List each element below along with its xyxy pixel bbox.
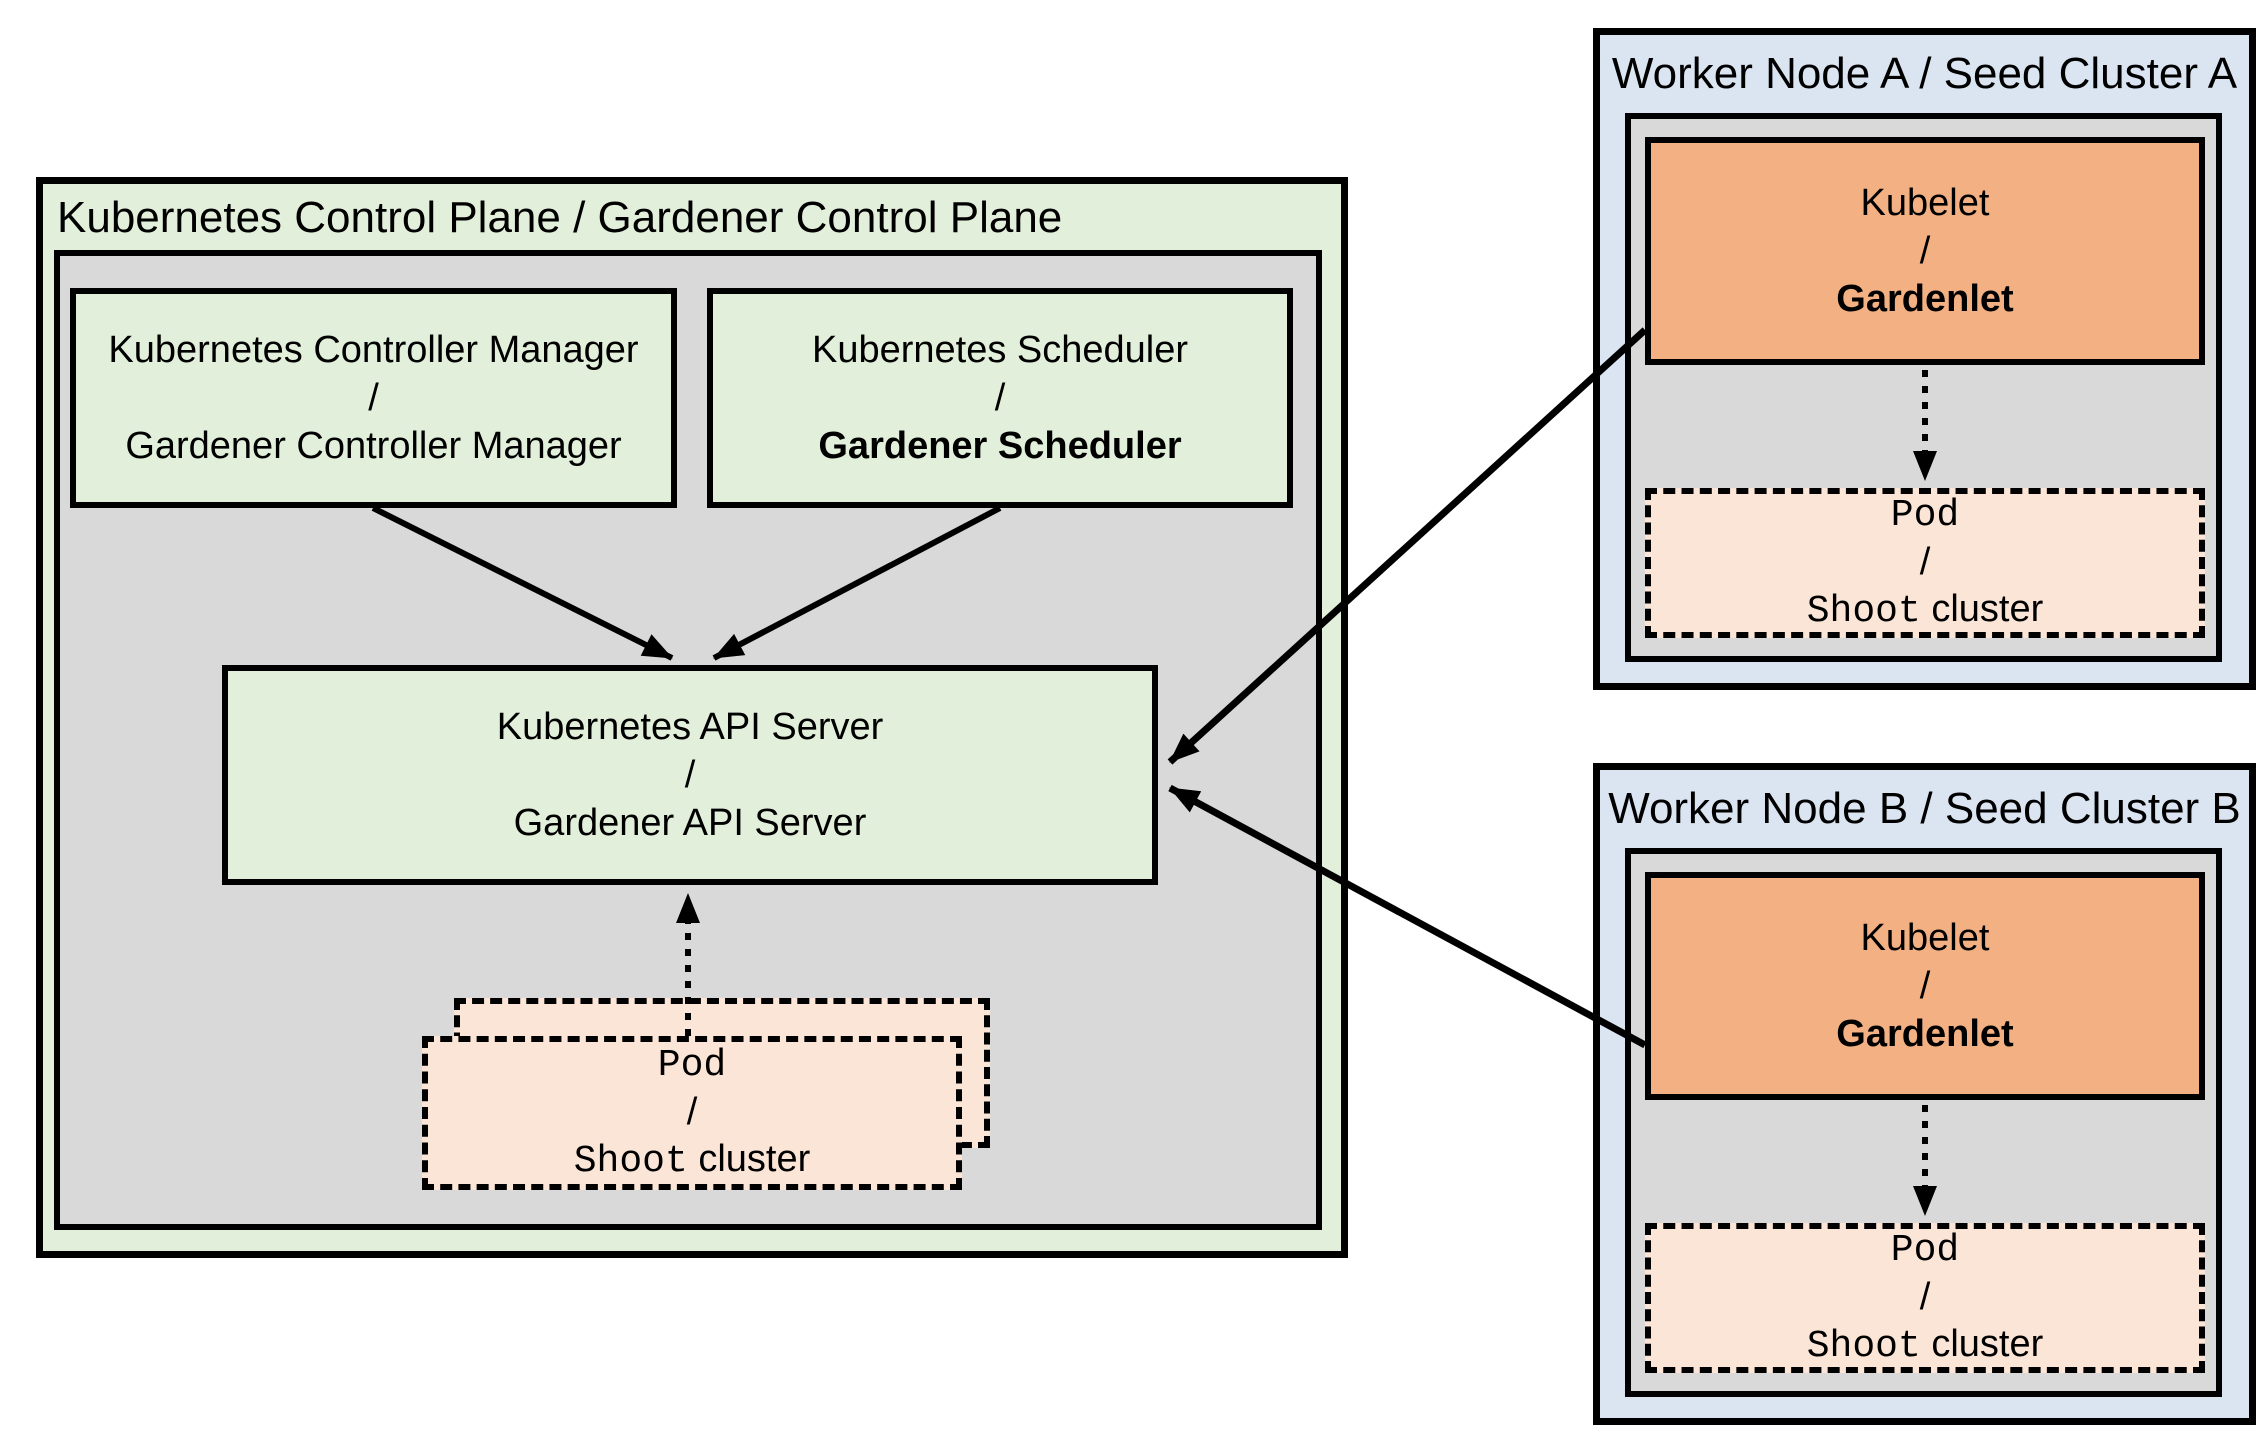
- scheduler-line2: Gardener Scheduler: [818, 425, 1182, 467]
- controller-manager-line1: Kubernetes Controller Manager: [108, 329, 639, 371]
- pod-shoot-cluster-box: Pod / Shoot cluster: [422, 1036, 962, 1190]
- kubelet-a-line1: Kubelet: [1860, 182, 1990, 224]
- scheduler-separator: /: [994, 377, 1006, 419]
- pod-a-shoot-text: Shoot: [1806, 589, 1921, 633]
- control-plane-inner-panel: Kubernetes Controller Manager / Gardener…: [54, 250, 1322, 1230]
- kubelet-b-line2: Gardenlet: [1836, 1013, 2014, 1055]
- pod-b-separator: /: [1919, 1275, 1931, 1318]
- kubelet-b-separator: /: [1919, 965, 1931, 1007]
- kubelet-a-separator: /: [1919, 230, 1931, 272]
- api-server-line1: Kubernetes API Server: [496, 706, 884, 748]
- control-plane-title: Kubernetes Control Plane / Gardener Cont…: [57, 193, 1063, 242]
- controller-manager-separator: /: [368, 377, 379, 419]
- pod-shoot-text: Shoot: [573, 1139, 688, 1183]
- pod-line3: Shoot cluster: [574, 1136, 811, 1185]
- kubelet-gardenlet-box-a: Kubelet / Gardenlet: [1645, 137, 2205, 365]
- worker-node-a-inner-panel: Kubelet / Gardenlet Pod / Shoot cluster: [1625, 113, 2222, 662]
- worker-node-b-inner-panel: Kubelet / Gardenlet Pod / Shoot cluster: [1625, 848, 2222, 1397]
- pod-b-shoot-text: Shoot: [1806, 1324, 1921, 1368]
- pod-b-cluster-text: cluster: [1931, 1322, 2044, 1365]
- kubelet-gardenlet-box-b: Kubelet / Gardenlet: [1645, 872, 2205, 1100]
- worker-node-a-box: Worker Node A / Seed Cluster A Kubelet /…: [1593, 28, 2256, 690]
- pod-a-separator: /: [1919, 540, 1931, 583]
- pod-shoot-cluster-box-a: Pod / Shoot cluster: [1645, 488, 2205, 638]
- pod-shoot-cluster-box-b: Pod / Shoot cluster: [1645, 1223, 2205, 1373]
- control-plane-box: Kubernetes Control Plane / Gardener Cont…: [36, 177, 1348, 1258]
- scheduler-line1: Kubernetes Scheduler: [811, 329, 1189, 371]
- controller-manager-line2: Gardener Controller Manager: [125, 425, 622, 467]
- pod-cluster-text: cluster: [698, 1137, 811, 1180]
- kubelet-a-line2: Gardenlet: [1836, 278, 2014, 320]
- kubelet-b-line1: Kubelet: [1860, 917, 1990, 959]
- api-server-line2: Gardener API Server: [513, 802, 867, 844]
- api-server-box: Kubernetes API Server / Gardener API Ser…: [222, 665, 1158, 885]
- worker-node-b-box: Worker Node B / Seed Cluster B Kubelet /…: [1593, 763, 2256, 1425]
- pod-a-cluster-text: cluster: [1931, 587, 2044, 630]
- worker-node-a-title: Worker Node A / Seed Cluster A: [1611, 49, 2238, 98]
- pod-separator: /: [686, 1090, 698, 1133]
- pod-b-line1: Pod: [1890, 1228, 1960, 1272]
- controller-manager-box: Kubernetes Controller Manager / Gardener…: [70, 288, 677, 508]
- pod-line1: Pod: [657, 1043, 727, 1087]
- worker-node-b-title: Worker Node B / Seed Cluster B: [1608, 784, 2241, 833]
- scheduler-box: Kubernetes Scheduler / Gardener Schedule…: [707, 288, 1293, 508]
- pod-a-line3: Shoot cluster: [1807, 586, 2044, 635]
- pod-b-line3: Shoot cluster: [1807, 1321, 2044, 1370]
- api-server-separator: /: [684, 754, 696, 796]
- pod-a-line1: Pod: [1890, 493, 1960, 537]
